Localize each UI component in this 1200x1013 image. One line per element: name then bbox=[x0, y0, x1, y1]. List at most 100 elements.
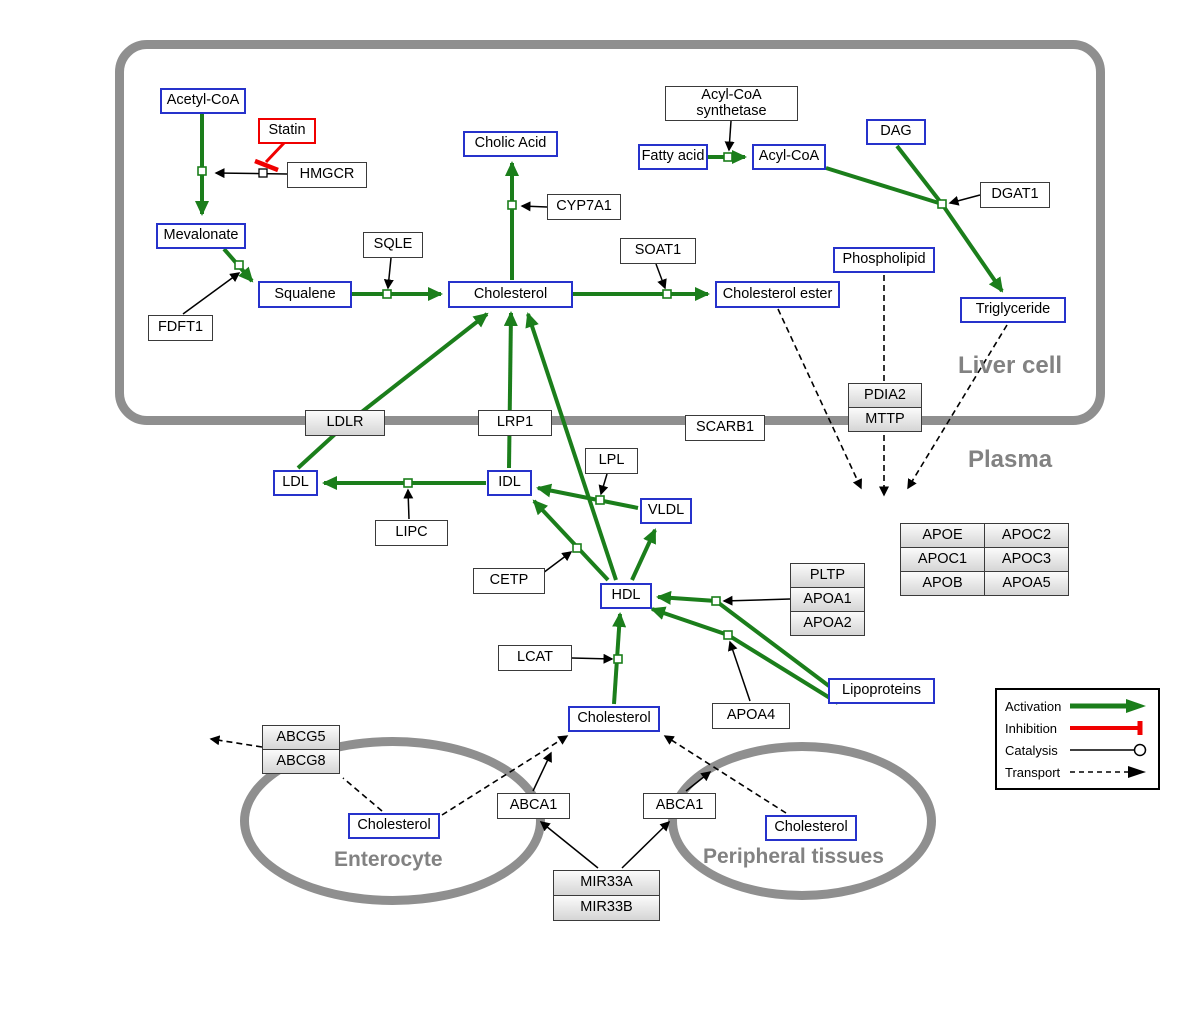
edge-apoa-group-link bbox=[722, 595, 791, 606]
node-apoc1[interactable]: APOC1 bbox=[900, 547, 985, 572]
edge-peripheral-cholesterol-efflux bbox=[663, 735, 787, 814]
legend-inhibition-label: Inhibition bbox=[1005, 720, 1058, 736]
node-dag[interactable]: DAG bbox=[866, 119, 926, 145]
legend-inhibition-row: Inhibition bbox=[1005, 719, 1150, 737]
node-apoa5[interactable]: APOA5 bbox=[984, 571, 1069, 596]
node-abcg8[interactable]: ABCG8 bbox=[262, 749, 340, 774]
node-cholesterol-ester[interactable]: Cholesterol ester bbox=[715, 281, 840, 308]
node-triglyceride[interactable]: Triglyceride bbox=[960, 297, 1066, 323]
node-lcat[interactable]: LCAT bbox=[498, 645, 572, 671]
edge-abcg-efflux bbox=[209, 735, 263, 748]
node-ldlr[interactable]: LDLR bbox=[305, 410, 385, 436]
anchor-node bbox=[507, 200, 517, 210]
peripheral-tissues-compartment bbox=[668, 742, 936, 900]
anchor-node bbox=[234, 260, 244, 270]
edge-hdl-cholesterol bbox=[525, 312, 618, 581]
edge-vldl-idl bbox=[536, 483, 639, 510]
node-statin[interactable]: Statin bbox=[258, 118, 316, 144]
node-hdl[interactable]: HDL bbox=[600, 583, 652, 609]
node-cholesterol-enterocyte[interactable]: Cholesterol bbox=[348, 813, 440, 839]
node-mttp[interactable]: MTTP bbox=[848, 407, 922, 432]
edge-enterocyte-cholesterol-efflux bbox=[441, 735, 569, 816]
node-mir33b[interactable]: MIR33B bbox=[553, 895, 660, 921]
edge-sqle-catalysis bbox=[383, 257, 394, 290]
node-scarb1[interactable]: SCARB1 bbox=[685, 415, 765, 441]
legend-activation-label: Activation bbox=[1005, 698, 1062, 714]
node-cholic-acid[interactable]: Cholic Acid bbox=[463, 131, 558, 157]
edge-abca1-right-transport bbox=[685, 771, 712, 792]
node-ldl[interactable]: LDL bbox=[273, 470, 318, 496]
edge-cyp7a1-catalysis bbox=[520, 201, 548, 212]
edge-dgat1-catalysis bbox=[948, 194, 981, 206]
node-sqle[interactable]: SQLE bbox=[363, 232, 423, 258]
edge-idl-lrp1-cholesterol bbox=[503, 311, 518, 469]
anchor-node bbox=[723, 152, 733, 162]
edge-soat1-catalysis bbox=[655, 263, 667, 290]
node-apoa1[interactable]: APOA1 bbox=[790, 587, 865, 612]
node-cyp7a1[interactable]: CYP7A1 bbox=[547, 194, 621, 220]
catalysis-edges bbox=[182, 120, 981, 869]
anchor-node bbox=[403, 478, 413, 488]
node-cholesterol-plasma[interactable]: Cholesterol bbox=[568, 706, 660, 732]
node-pltp[interactable]: PLTP bbox=[790, 563, 865, 588]
node-dgat1[interactable]: DGAT1 bbox=[980, 182, 1050, 208]
node-mevalonate[interactable]: Mevalonate bbox=[156, 223, 246, 249]
edge-triglyceride-secretion bbox=[907, 324, 1008, 490]
activation-arrow-icon bbox=[1070, 699, 1146, 713]
anchor-node bbox=[711, 596, 721, 606]
node-lrp1[interactable]: LRP1 bbox=[478, 410, 552, 436]
statin-junction-node bbox=[258, 168, 268, 178]
anchor-node bbox=[572, 543, 582, 553]
node-acyl-coa-synthetase[interactable]: Acyl-CoA synthetase bbox=[665, 86, 798, 121]
node-soat1[interactable]: SOAT1 bbox=[620, 238, 696, 264]
node-lipc[interactable]: LIPC bbox=[375, 520, 448, 546]
node-hmgcr[interactable]: HMGCR bbox=[287, 162, 367, 188]
node-acyl-coa[interactable]: Acyl-CoA bbox=[752, 144, 826, 170]
node-apoa2[interactable]: APOA2 bbox=[790, 611, 865, 636]
legend: Activation Inhibition Catalysis Transpor… bbox=[995, 688, 1160, 790]
edge-hmgcr-catalysis bbox=[214, 168, 288, 179]
liver-cell-label: Liver cell bbox=[958, 352, 1063, 379]
node-acetyl-coa[interactable]: Acetyl-CoA bbox=[160, 88, 246, 114]
node-fatty-acid[interactable]: Fatty acid bbox=[638, 144, 708, 170]
catalysis-circle-icon bbox=[1070, 743, 1147, 757]
node-apoc3[interactable]: APOC3 bbox=[984, 547, 1069, 572]
node-abca1-peripheral[interactable]: ABCA1 bbox=[643, 793, 716, 819]
edge-abca1-left-transport bbox=[532, 751, 552, 792]
node-fdft1[interactable]: FDFT1 bbox=[148, 315, 213, 341]
node-cetp[interactable]: CETP bbox=[473, 568, 545, 594]
liver-cell-compartment bbox=[115, 40, 1105, 425]
node-apoc2[interactable]: APOC2 bbox=[984, 523, 1069, 548]
legend-catalysis-label: Catalysis bbox=[1005, 742, 1058, 758]
node-lipoproteins[interactable]: Lipoproteins bbox=[828, 678, 935, 704]
transport-arrow-icon bbox=[1070, 766, 1146, 778]
anchor-node bbox=[382, 289, 392, 299]
node-pdia2[interactable]: PDIA2 bbox=[848, 383, 922, 408]
anchor-node bbox=[595, 495, 605, 505]
edge-mir33-abca1-left bbox=[539, 821, 599, 869]
legend-transport-row: Transport bbox=[1005, 763, 1150, 781]
node-cholesterol-peripheral[interactable]: Cholesterol bbox=[765, 815, 857, 841]
node-idl[interactable]: IDL bbox=[487, 470, 532, 496]
edge-cholesterolester-secretion bbox=[777, 308, 862, 490]
node-abca1-enterocyte[interactable]: ABCA1 bbox=[497, 793, 570, 819]
node-squalene[interactable]: Squalene bbox=[258, 281, 352, 308]
node-apoa4[interactable]: APOA4 bbox=[712, 703, 790, 729]
statin-tbar-icon bbox=[254, 158, 279, 173]
edge-segment bbox=[1128, 766, 1146, 778]
anchor-node bbox=[662, 289, 672, 299]
enterocyte-compartment bbox=[240, 737, 545, 905]
node-abcg5[interactable]: ABCG5 bbox=[262, 725, 340, 750]
edge-lpl-catalysis bbox=[598, 473, 609, 496]
node-apoe[interactable]: APOE bbox=[900, 523, 985, 548]
node-phospholipid[interactable]: Phospholipid bbox=[833, 247, 935, 273]
node-apob[interactable]: APOB bbox=[900, 571, 985, 596]
edge-segment bbox=[1126, 699, 1146, 713]
node-mir33a[interactable]: MIR33A bbox=[553, 870, 660, 896]
node-lpl[interactable]: LPL bbox=[585, 448, 638, 474]
node-vldl[interactable]: VLDL bbox=[640, 498, 692, 524]
inhibition-tbar-icon bbox=[1070, 721, 1143, 735]
anchor-node bbox=[723, 630, 733, 640]
node-cholesterol-liver[interactable]: Cholesterol bbox=[448, 281, 573, 308]
